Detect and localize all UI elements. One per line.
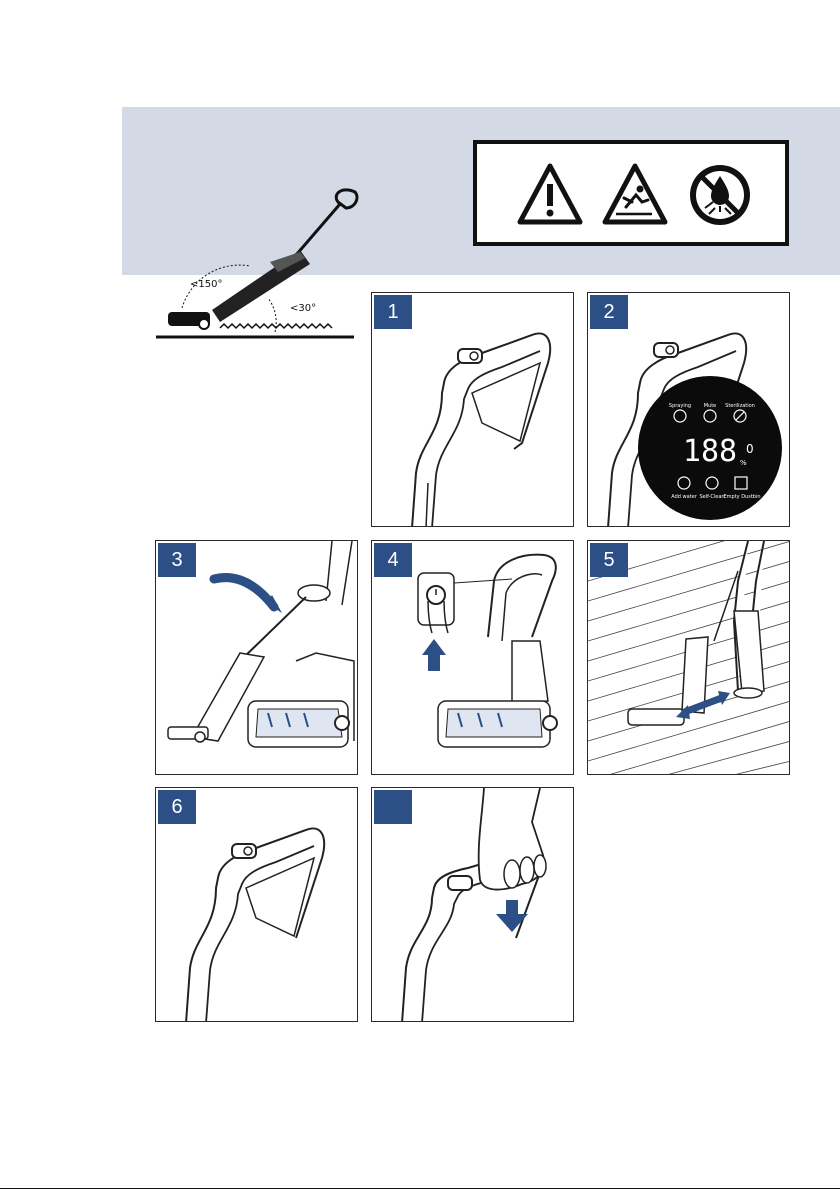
step-panel-1: 1	[371, 292, 574, 527]
handle-illustration	[156, 788, 358, 1022]
display-label-add-water: Add water	[671, 494, 697, 500]
floor-angle-label: <30°	[290, 303, 316, 314]
product-angle-illustration	[150, 180, 360, 345]
step-badge: 5	[590, 543, 628, 577]
display-label-empty-dustbin: Empty Dustbin	[723, 494, 760, 500]
hand-pressing-handle-illustration	[372, 788, 574, 1022]
handle-illustration	[372, 293, 574, 527]
warning-exclamation-icon	[517, 162, 583, 228]
step-panel-2: 2 Spraying Mute Sterilization 188 0 % Ad…	[587, 292, 790, 527]
step-panel-7	[371, 787, 574, 1022]
display-label-mute: Mute	[704, 403, 717, 409]
display-label-spraying: Spraying	[669, 403, 691, 409]
warning-box	[473, 140, 789, 246]
step-panel-5: 5	[587, 540, 790, 775]
bottom-rule	[0, 1188, 840, 1189]
display-superscript: 0	[746, 442, 754, 456]
display-label-self-clean: Self-Clean	[699, 494, 724, 500]
display-digits: 188	[683, 434, 737, 469]
slippery-floor-icon	[602, 162, 668, 228]
display-label-sterilization: Sterilization	[725, 403, 755, 409]
no-water-spray-icon	[687, 162, 753, 228]
step-panel-4: 4	[371, 540, 574, 775]
docking-illustration	[156, 541, 358, 775]
display-unit: %	[740, 459, 747, 467]
handle-angle-label: <150°	[190, 279, 222, 290]
step-panel-6: 6	[155, 787, 358, 1022]
handle-with-display-illustration: Spraying Mute Sterilization 188 0 % Add …	[588, 293, 790, 527]
power-on-illustration	[372, 541, 574, 775]
step-panel-3: 3	[155, 540, 358, 775]
